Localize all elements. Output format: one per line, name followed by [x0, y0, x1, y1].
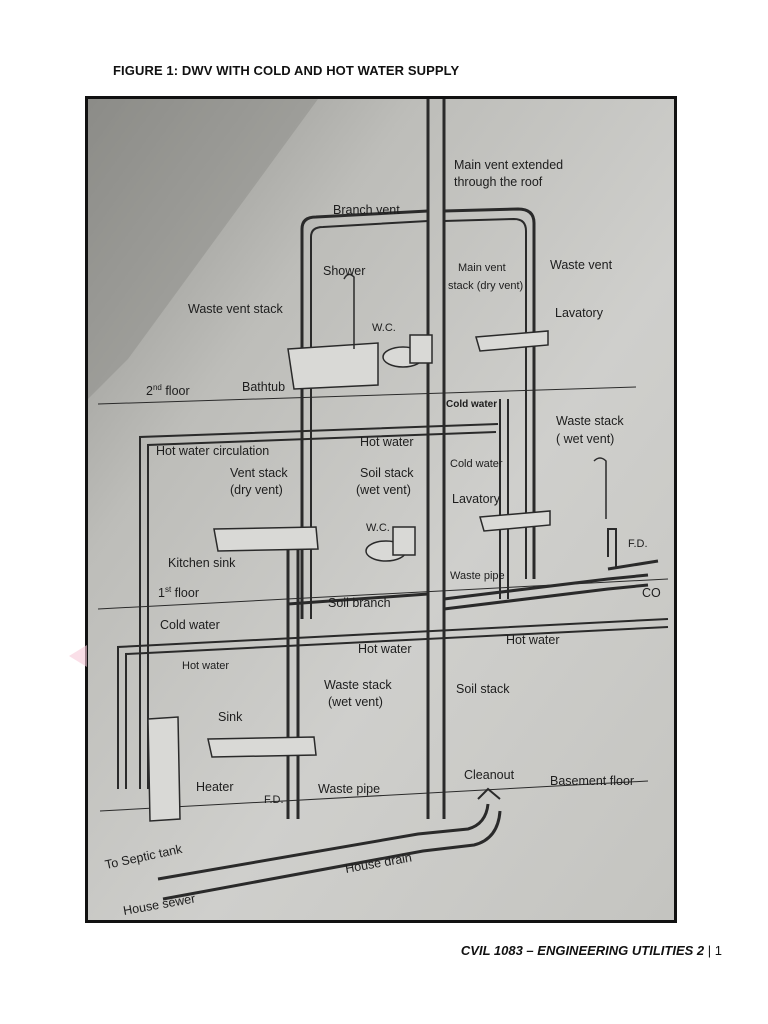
label-main-vent-stack-1: Main vent — [458, 262, 506, 274]
water-heater — [147, 716, 181, 822]
label-branch-vent: Branch vent — [333, 203, 400, 217]
label-main-vent-1: Main vent extended — [454, 158, 563, 172]
label-sink: Sink — [218, 710, 243, 724]
cold-water-main — [117, 618, 669, 789]
label-waste-stack-wet-1: Waste stack — [556, 414, 624, 428]
floor-drain-trap — [607, 528, 617, 569]
basement-floor-line — [99, 780, 649, 812]
hot-water-circulation-loop — [139, 423, 499, 789]
label-vent-stack-2: (dry vent) — [230, 483, 283, 497]
page-footer: CVIL 1083 – ENGINEERING UTILITIES 2 | 1 — [461, 943, 722, 958]
waste-pipe-upper — [443, 573, 649, 601]
house-drain-bottom — [162, 810, 502, 901]
label-cold-water-mid: Cold water — [450, 458, 503, 470]
label-lavatory-lower: Lavatory — [452, 492, 501, 506]
basement-sink — [207, 736, 317, 758]
label-hot-water-circulation: Hot water circulation — [156, 444, 269, 458]
hot-water-main — [125, 626, 669, 789]
plumbing-diagram-photo: Main vent extended through the roof Bran… — [85, 96, 677, 923]
plumbing-diagram: Main vent extended through the roof Bran… — [88, 99, 674, 920]
label-main-vent-stack-2: stack (dry vent) — [448, 280, 523, 292]
label-soil-stack-wet-2: (wet vent) — [356, 483, 411, 497]
label-hot-water-upper: Hot water — [360, 435, 414, 449]
wc-upper-tank — [409, 334, 433, 364]
label-waste-stack-wet-2: ( wet vent) — [556, 432, 614, 446]
paper-shadow — [88, 99, 318, 399]
label-waste-vent-stack: Waste vent stack — [188, 302, 283, 316]
label-waste-stack-lower-1: Waste stack — [324, 678, 392, 692]
label-cold-water-lower: Cold water — [160, 618, 220, 632]
label-wc-upper: W.C. — [372, 322, 396, 334]
waste-pipe-upper-lower-wall — [443, 583, 649, 611]
label-waste-pipe-upper: Waste pipe — [450, 570, 505, 582]
pipe-network — [97, 99, 669, 901]
label-basement-floor: Basement floor — [550, 774, 634, 788]
label-fd-lower: F.D. — [264, 794, 284, 806]
label-lavatory-upper: Lavatory — [555, 306, 604, 320]
label-heater: Heater — [196, 780, 234, 794]
house-drain-top — [157, 803, 490, 881]
hot-water-circulation-inner — [147, 431, 497, 789]
label-soil-stack-wet-1: Soil stack — [360, 466, 414, 480]
label-hot-water-mid: Hot water — [358, 642, 412, 656]
label-first-floor: 1st floor — [158, 585, 199, 600]
label-shower: Shower — [323, 264, 365, 278]
page-edge-mark — [69, 645, 87, 667]
cleanout-fitting — [477, 787, 501, 800]
label-cold-water-upper: Cold water — [446, 399, 497, 410]
label-kitchen-sink: Kitchen sink — [168, 556, 236, 570]
lavatory-lower — [479, 510, 551, 532]
shower-head — [343, 273, 355, 349]
label-waste-vent: Waste vent — [550, 258, 613, 272]
label-fd-upper: F.D. — [628, 538, 648, 550]
second-floor-line — [97, 386, 637, 405]
soil-branch-pipe — [287, 592, 429, 606]
label-soil-branch: Soil branch — [328, 596, 391, 610]
lavatory-upper — [475, 330, 549, 352]
branch-vent-left — [300, 209, 429, 619]
wc-lower-tank — [392, 526, 416, 556]
footer-course: CVIL 1083 – ENGINEERING UTILITIES 2 — [460, 943, 705, 958]
bathtub — [287, 342, 379, 390]
kitchen-sink — [213, 526, 319, 552]
label-hot-water-left: Hot water — [182, 660, 229, 672]
diagram-labels: Main vent extended through the roof Bran… — [104, 158, 661, 918]
label-co: CO — [642, 586, 661, 600]
label-hot-water-right: Hot water — [506, 633, 560, 647]
paper-background — [88, 99, 674, 920]
fixtures — [147, 273, 607, 822]
shower-upper-right — [593, 457, 607, 519]
figure-title: FIGURE 1: DWV WITH COLD AND HOT WATER SU… — [113, 63, 460, 78]
branch-vent-left-inner — [310, 220, 429, 619]
label-cleanout: Cleanout — [464, 768, 515, 782]
label-bathtub: Bathtub — [242, 380, 285, 394]
label-soil-stack: Soil stack — [456, 682, 510, 696]
label-waste-pipe-lower: Waste pipe — [318, 782, 380, 796]
footer-page-number: 1 — [714, 943, 722, 958]
waste-vent-right-inner — [443, 217, 527, 579]
footer-separator: | — [707, 943, 712, 958]
waste-vent-right — [443, 207, 536, 579]
label-vent-stack-1: Vent stack — [230, 466, 288, 480]
label-second-floor: 2nd floor — [146, 383, 190, 398]
label-main-vent-2: through the roof — [454, 175, 543, 189]
label-waste-stack-lower-2: (wet vent) — [328, 695, 383, 709]
label-wc-lower: W.C. — [366, 522, 390, 534]
